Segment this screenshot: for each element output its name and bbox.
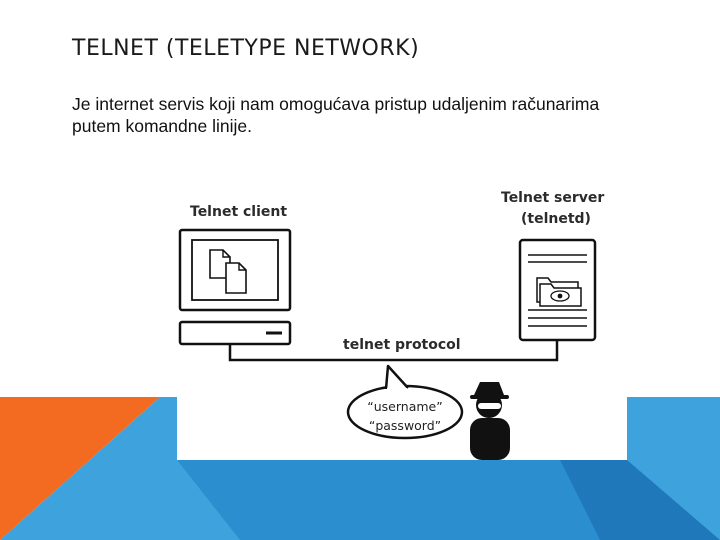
slide-body-text: Je internet servis koji nam omogućava pr… xyxy=(72,94,600,136)
client-label: Telnet client xyxy=(190,204,288,220)
protocol-label: telnet protocol xyxy=(343,337,461,353)
blue-shape-dark xyxy=(560,460,720,540)
connection-line xyxy=(228,340,559,362)
speech-bubble xyxy=(346,364,464,440)
server-label-line1: Telnet server xyxy=(501,190,605,206)
folder-icon xyxy=(536,277,582,307)
bubble-username: “username” xyxy=(367,399,443,414)
server-icon xyxy=(518,238,597,342)
slide-title: TELNET (TELETYPE NETWORK) xyxy=(72,36,420,61)
document-icon-2 xyxy=(225,262,247,294)
blue-shape-center xyxy=(177,460,627,540)
bubble-password: “password” xyxy=(368,418,442,433)
orange-triangle xyxy=(0,397,160,540)
server-label-line2: (telnetd) xyxy=(521,211,591,227)
spy-icon xyxy=(470,382,510,460)
client-computer-icon xyxy=(178,228,292,346)
